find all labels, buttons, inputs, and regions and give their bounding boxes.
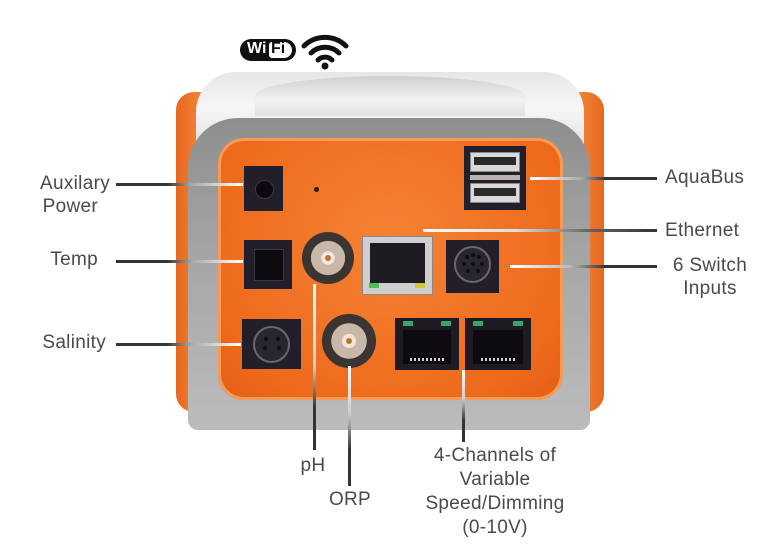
switch-inputs-port (446, 240, 499, 293)
salinity-port (242, 319, 301, 369)
rj11-jack-icon (254, 249, 284, 281)
usb-divider (470, 175, 520, 180)
aquabus-port (464, 146, 526, 210)
ethernet-port (362, 236, 433, 295)
label-switch-inputs: 6 Switch Inputs (660, 254, 760, 300)
callout-line-ph (313, 284, 316, 450)
label-line: 4-Channels of (433, 445, 557, 466)
label-line: Variable (459, 469, 531, 490)
label-line: Salinity (42, 332, 106, 353)
usb-port-bottom (470, 183, 520, 203)
wifi-text-fi: Fi (271, 40, 286, 57)
label-line: Inputs (683, 278, 737, 299)
label-line: (0-10V) (462, 517, 528, 538)
wifi-text-fi-box (269, 42, 292, 58)
temp-port (244, 240, 292, 289)
label-line: Auxilary (40, 173, 110, 194)
usb-port-top (470, 152, 520, 172)
aux-power-port (244, 166, 283, 211)
label-orp: ORP (320, 488, 380, 511)
barrel-jack-icon (255, 180, 274, 199)
label-line: Power (42, 196, 98, 217)
callout-line-ethernet (423, 229, 657, 232)
label-line: 6 Switch (672, 255, 748, 276)
ph-bnc-port (302, 232, 354, 284)
label-line: pH (300, 455, 326, 476)
wifi-text-wi: Wi (247, 40, 267, 57)
label-line: AquaBus (665, 167, 745, 188)
device-top-dome (255, 76, 525, 116)
label-line: Temp (50, 249, 98, 270)
label-variable-speed: 4-Channels of Variable Speed/Dimming (0-… (405, 444, 585, 540)
wifi-icon (301, 34, 349, 70)
callout-line-salinity (116, 343, 241, 346)
label-temp: Temp (10, 248, 98, 271)
label-line: Speed/Dimming (425, 493, 565, 514)
mini-din-8pin-icon (454, 246, 491, 283)
callout-line-aquabus (530, 177, 657, 180)
label-line: Ethernet (665, 220, 740, 241)
variable-speed-port-2 (465, 318, 531, 370)
ethernet-led-left (369, 283, 379, 288)
label-ph: pH (293, 454, 333, 477)
label-ethernet: Ethernet (665, 219, 739, 242)
status-led (314, 187, 319, 192)
mini-din-4pin-icon (253, 326, 290, 363)
callout-line-orp (348, 366, 351, 486)
wifi-badge: Wi Fi (240, 34, 352, 70)
wifi-logo: Wi Fi (240, 39, 296, 61)
callout-line-variable-speed (462, 370, 465, 442)
label-aquabus: AquaBus (665, 166, 744, 189)
variable-speed-port-1 (395, 318, 459, 370)
label-line: ORP (328, 489, 372, 510)
ethernet-led-right (415, 283, 425, 288)
label-auxiliary-power: Auxilary Power (10, 172, 110, 218)
orp-bnc-port (322, 314, 376, 368)
ethernet-jack-icon (370, 243, 425, 283)
label-salinity: Salinity (10, 331, 106, 354)
callout-line-aux-power (116, 183, 243, 186)
callout-line-switch-inputs (510, 265, 657, 268)
callout-line-temp (116, 260, 243, 263)
